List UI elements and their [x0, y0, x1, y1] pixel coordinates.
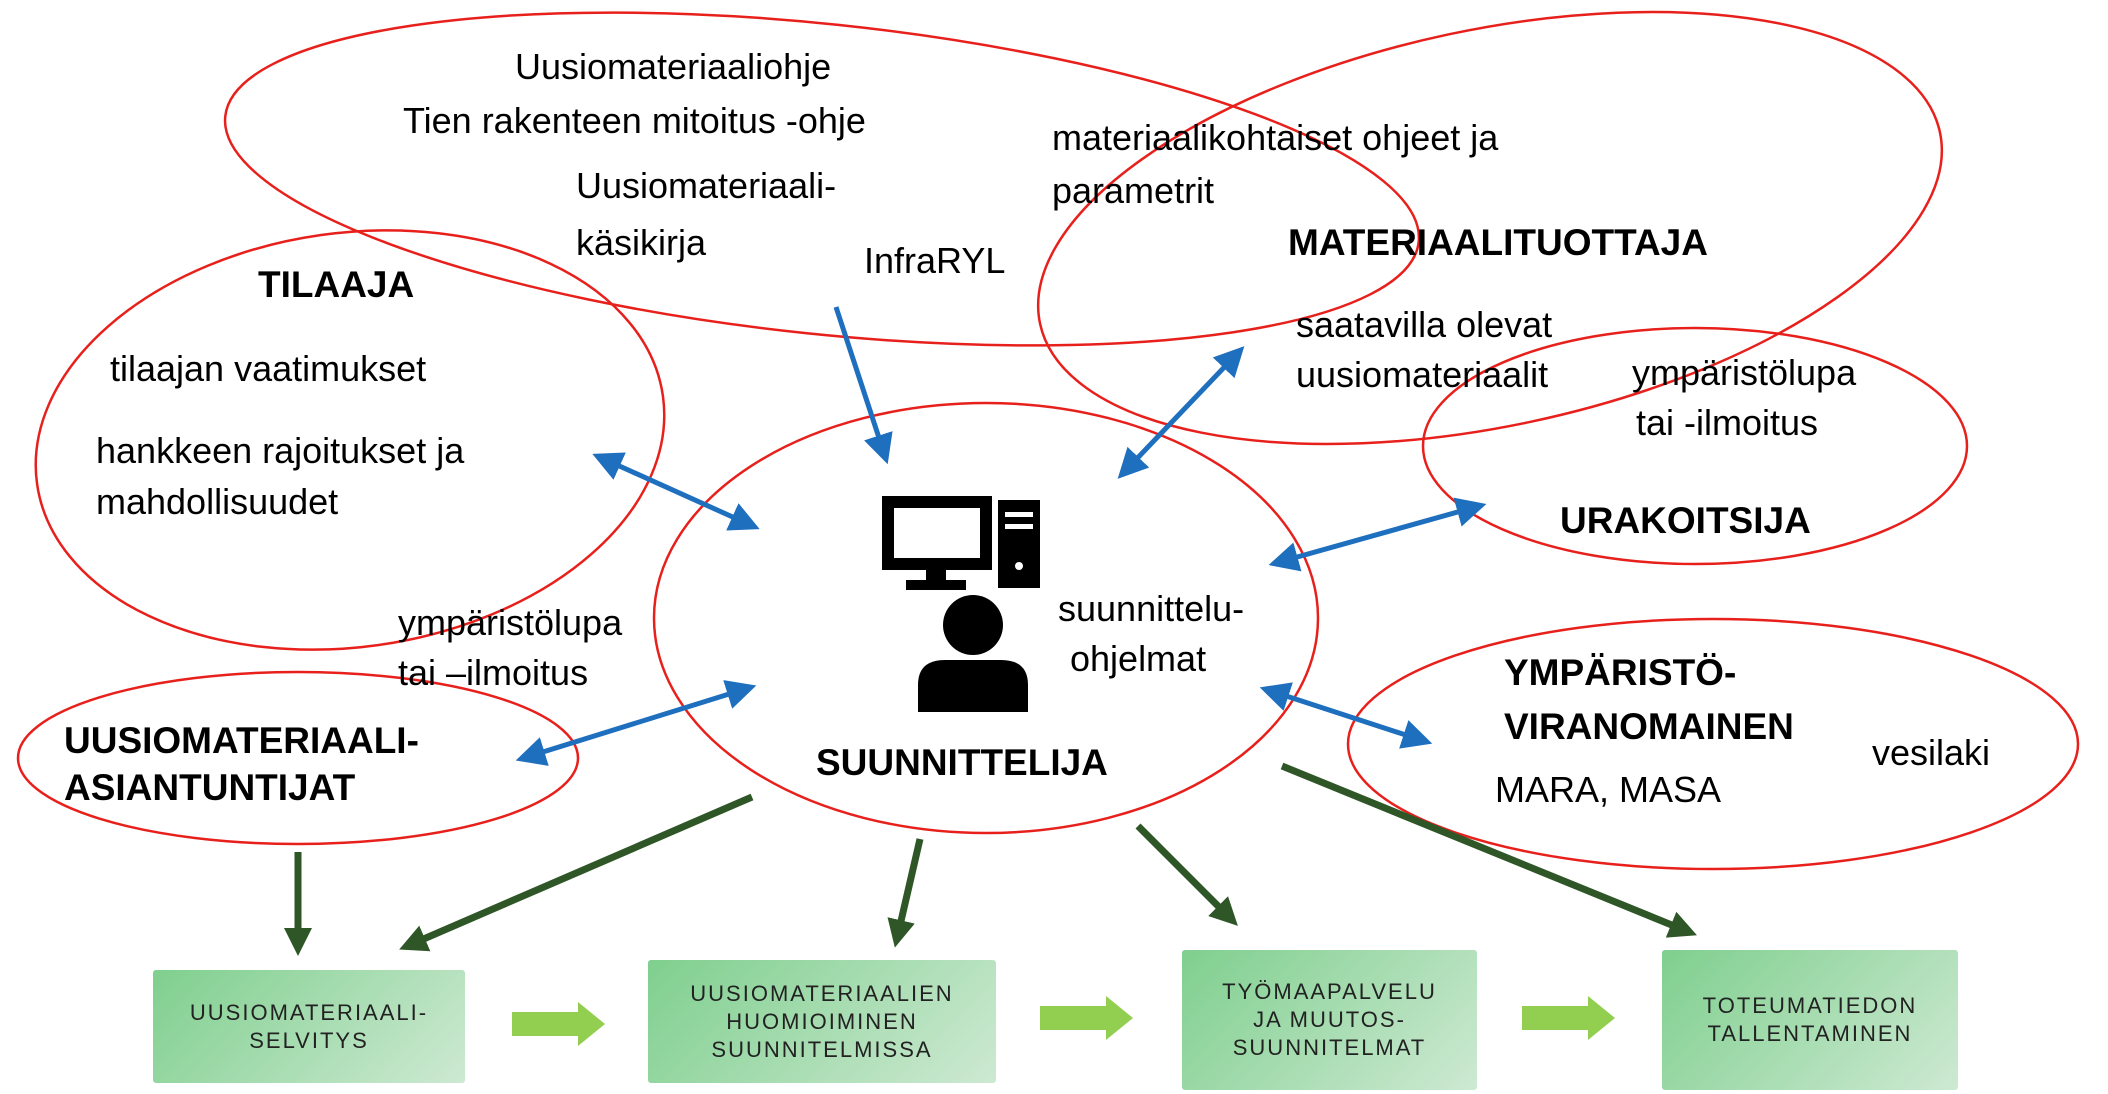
authority-regs: MARA, MASA: [1495, 769, 1722, 810]
designer-software-b: ohjelmat: [1070, 638, 1207, 679]
tilaaja-limits-b: mahdollisuudet: [96, 481, 339, 522]
arrow-designer-to-box3: [1135, 823, 1238, 926]
guideline-text-4: InfraRYL: [864, 240, 1006, 281]
guidelines-ellipse: [223, 11, 1421, 347]
tilaaja-limits-a: hankkeen rajoitukset ja: [96, 430, 465, 471]
materiaalituottaja-ellipse: [1036, 10, 1944, 446]
process-step-1: UUSIOMATERIAALI- SELVITYS: [153, 970, 465, 1083]
tilaaja-requirements: tilaajan vaatimukset: [110, 348, 427, 389]
designer-permit-a: ympäristölupa: [398, 602, 623, 643]
authority-law: vesilaki: [1872, 732, 1991, 773]
producer-note-a: materiaalikohtaiset ohjeet ja: [1052, 117, 1499, 158]
process-step-4: TOTEUMATIEDON TALLENTAMINEN: [1662, 950, 1958, 1090]
producer-avail-a: saatavilla olevat: [1296, 304, 1553, 345]
computer-icon: [882, 496, 1040, 590]
producer-title: MATERIAALITUOTTAJA: [1288, 222, 1708, 263]
person-icon: [918, 595, 1028, 712]
guideline-text-2: Tien rakenteen mitoitus -ohje: [403, 100, 866, 141]
arrow-producer-designer: [1117, 346, 1245, 479]
contractor-permit-b: tai -ilmoitus: [1636, 402, 1819, 443]
contractor-title: URAKOITSIJA: [1560, 500, 1811, 541]
producer-avail-b: uusiomateriaalit: [1296, 354, 1549, 395]
arrow-authority-designer: [1259, 682, 1433, 749]
process-arrow-2: [1040, 996, 1133, 1040]
urakoitsija-ellipse: [1421, 326, 1969, 566]
arrow-designer-to-box1: [399, 793, 754, 952]
arrow-experts-designer: [515, 680, 757, 766]
authority-title-b: VIRANOMAINEN: [1504, 706, 1794, 747]
guideline-text-3a: Uusiomateriaali-: [576, 165, 837, 206]
guideline-text-1: Uusiomateriaaliohje: [515, 46, 832, 87]
contractor-permit-a: ympäristölupa: [1632, 352, 1857, 393]
authority-title-a: YMPÄRISTÖ-: [1504, 652, 1737, 693]
arrow-guidelines-to-designer: [833, 306, 893, 465]
experts-title-b: ASIANTUNTIJAT: [64, 767, 356, 808]
designer-title: SUUNNITTELIJA: [816, 742, 1108, 783]
producer-note-b: parametrit: [1052, 170, 1215, 211]
process-arrow-1: [512, 1002, 605, 1046]
arrow-designer-to-box2: [887, 838, 924, 948]
designer-permit-b: tai –ilmoitus: [398, 652, 589, 693]
tilaaja-ellipse: [34, 229, 666, 651]
suunnittelija-ellipse: [652, 401, 1320, 835]
process-step-3: TYÖMAAPALVELU JA MUUTOS- SUUNNITELMAT: [1182, 950, 1477, 1090]
experts-title-a: UUSIOMATERIAALI-: [64, 720, 419, 761]
arrow-designer-to-box4: [1280, 762, 1697, 938]
designer-software-a: suunnittelu-: [1058, 588, 1245, 629]
guideline-text-3b: käsikirja: [576, 222, 707, 263]
arrow-contractor-designer: [1268, 497, 1487, 572]
arrow-tilaaja-designer: [592, 452, 760, 531]
process-step-2: UUSIOMATERIAALIEN HUOMIOIMINEN SUUNNITEL…: [648, 960, 996, 1083]
tilaaja-title: TILAAJA: [258, 264, 415, 305]
process-arrow-3: [1522, 996, 1615, 1040]
